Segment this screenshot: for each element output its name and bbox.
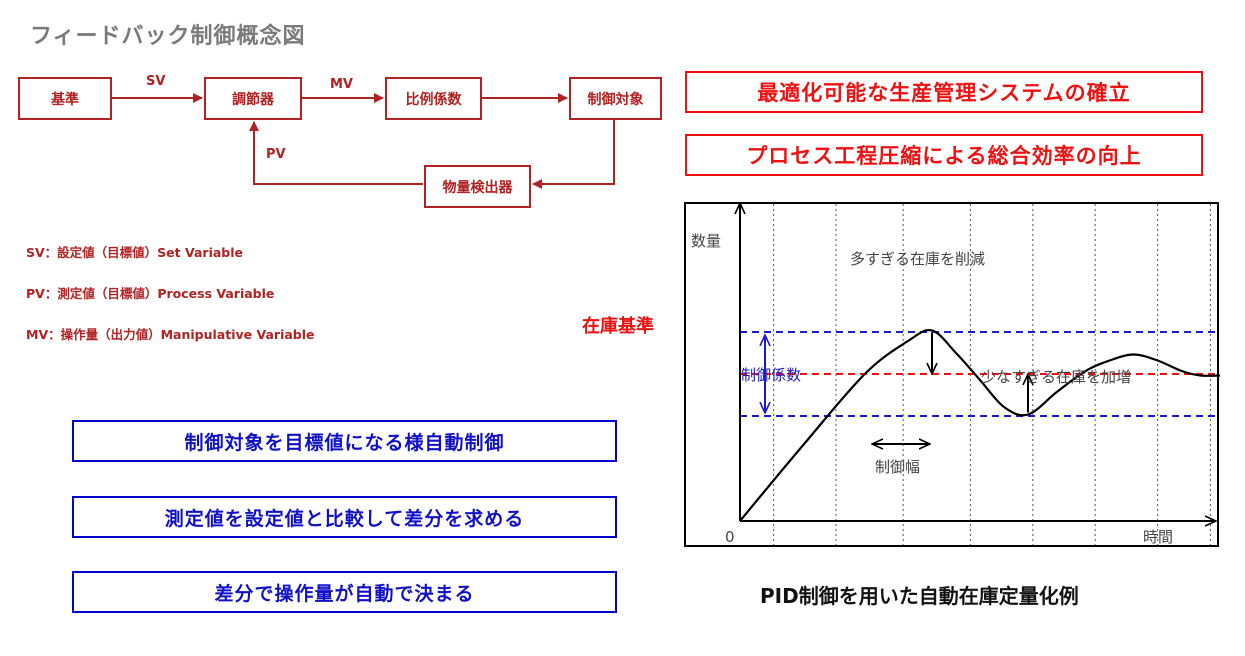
signal-pv-label: PV xyxy=(266,147,286,162)
block-detector: 物量検出器 xyxy=(424,165,531,208)
block-reference: 基準 xyxy=(18,77,112,120)
feedback-to-detector-arrow xyxy=(532,120,615,189)
annotation-increase: 少なすぎる在庫を加増 xyxy=(981,368,1131,386)
goal-box-1: 最適化可能な生産管理システムの確立 xyxy=(685,71,1203,113)
point-box-3: 差分で操作量が自動で決まる xyxy=(72,571,617,613)
pid-chart: 数量 時間 0 多すぎる在庫を削減 少なすぎる在庫を加増 制御係数 制御幅 xyxy=(684,202,1221,547)
annotation-reduce: 多すぎる在庫を削減 xyxy=(850,250,985,268)
chart-title: PID制御を用いた自動在庫定量化例 xyxy=(760,584,1079,608)
legend-mv: MV：操作量（出力値）Manipulative Variable xyxy=(26,327,315,342)
block-proportional: 比例係数 xyxy=(385,77,482,120)
signal-mv-label: MV xyxy=(330,77,353,92)
pv-arrow xyxy=(249,121,423,185)
legend-sv: SV：設定値（目標値）Set Variable xyxy=(26,245,244,260)
reference-level-label: 在庫基準 xyxy=(582,316,654,337)
annotation-control-coefficient: 制御係数 xyxy=(741,366,801,384)
point-box-1: 制御対象を目標値になる様自動制御 xyxy=(72,420,617,462)
goal-box-2: プロセス工程圧縮による総合効率の向上 xyxy=(685,134,1203,176)
block-diagram-arrows xyxy=(112,93,615,189)
block-controller: 調節器 xyxy=(204,77,302,120)
x-axis-label: 時間 xyxy=(1143,528,1173,546)
inventory-curve xyxy=(739,328,1221,522)
legend-pv: PV：測定値（目標値）Process Variable xyxy=(26,286,275,301)
signal-sv-label: SV xyxy=(146,74,166,89)
page-title: フィードバック制御概念図 xyxy=(30,24,306,49)
y-axis-label: 数量 xyxy=(691,232,721,250)
block-plant: 制御対象 xyxy=(569,77,662,120)
annotation-control-width: 制御幅 xyxy=(875,458,920,476)
origin-label: 0 xyxy=(725,528,735,546)
point-box-2: 測定値を設定値と比較して差分を求める xyxy=(72,496,617,538)
